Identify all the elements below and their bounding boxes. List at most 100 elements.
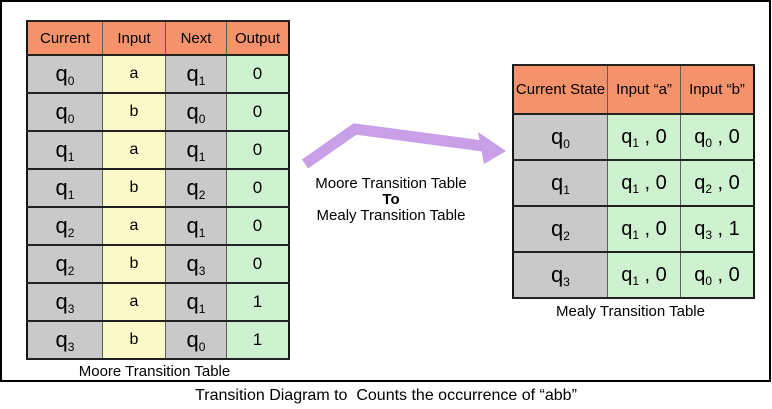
moore-header-cell: Input	[102, 20, 166, 56]
state-subscript: 2	[705, 181, 712, 196]
moore-cell: 0	[226, 130, 290, 170]
mealy-cell: q1 , 0	[607, 251, 681, 299]
state-subscript: 0	[563, 137, 570, 151]
mealy-cell: q1 , 0	[607, 205, 681, 253]
state-subscript: 3	[705, 227, 712, 242]
mealy-header-cell: Input “b”	[680, 64, 755, 115]
transition-label-line1: Moore Transition Table	[315, 175, 467, 192]
moore-cell: a	[102, 130, 166, 170]
state-subscript: 1	[198, 226, 206, 240]
moore-to-mealy-arrow	[301, 123, 506, 169]
moore-cell: q2	[165, 168, 227, 208]
moore-cell: 1	[226, 282, 290, 322]
moore-cell: q3	[26, 282, 103, 322]
moore-cell: a	[102, 206, 166, 246]
moore-cell: 0	[226, 168, 290, 208]
moore-cell: q1	[165, 206, 227, 246]
transition-label-line2: To	[382, 191, 400, 208]
mealy-table-caption: Mealy Transition Table	[556, 303, 705, 320]
state-subscript: 3	[67, 302, 75, 316]
bottom-caption: Transition Diagram to Counts the occurre…	[195, 387, 577, 404]
state-subscript: 1	[198, 302, 206, 316]
mealy-cell: q2 , 0	[680, 159, 755, 207]
moore-header-cell: Next	[165, 20, 227, 56]
state-subscript: 1	[198, 74, 206, 88]
moore-cell: q0	[26, 92, 103, 132]
moore-cell: q0	[26, 54, 103, 94]
moore-cell: 0	[226, 244, 290, 284]
transition-label: Moore Transition Table To Mealy Transiti…	[286, 176, 496, 224]
moore-cell: q1	[26, 168, 103, 208]
state-subscript: 2	[67, 226, 75, 240]
state-subscript: 2	[198, 188, 206, 202]
moore-cell: q1	[165, 130, 227, 170]
state-subscript: 1	[67, 150, 75, 164]
state-subscript: 1	[563, 183, 570, 197]
state-subscript: 0	[67, 74, 75, 88]
state-subscript: 1	[632, 135, 639, 150]
moore-cell: q2	[26, 206, 103, 246]
moore-cell: 1	[226, 320, 290, 360]
state-subscript: 3	[198, 264, 206, 278]
state-subscript: 0	[198, 340, 206, 354]
moore-cell: 0	[226, 54, 290, 94]
mealy-cell: q1 , 0	[607, 113, 681, 161]
moore-cell: a	[102, 282, 166, 322]
state-subscript: 2	[67, 264, 75, 278]
moore-header-cell: Current	[26, 20, 103, 56]
moore-cell: b	[102, 320, 166, 360]
moore-cell: b	[102, 168, 166, 208]
state-subscript: 1	[198, 150, 206, 164]
mealy-cell: q0 , 0	[680, 113, 755, 161]
mealy-cell: q0	[512, 113, 608, 161]
state-subscript: 0	[705, 135, 712, 150]
arrow-head	[478, 132, 506, 164]
state-subscript: 3	[67, 340, 75, 354]
state-subscript: 0	[67, 112, 75, 126]
state-subscript: 3	[563, 275, 570, 289]
mealy-cell: q0 , 0	[680, 251, 755, 299]
mealy-cell: q3 , 1	[680, 205, 755, 253]
state-subscript: 1	[632, 227, 639, 242]
arrow-shaft	[301, 123, 484, 169]
moore-table-caption: Moore Transition Table	[78, 363, 231, 380]
moore-header-cell: Output	[226, 20, 290, 56]
state-subscript: 0	[198, 112, 206, 126]
state-subscript: 1	[632, 181, 639, 196]
moore-cell: q1	[165, 282, 227, 322]
mealy-header-cell: Current State	[512, 64, 608, 115]
moore-cell: q2	[26, 244, 103, 284]
moore-cell: 0	[226, 92, 290, 132]
moore-cell: q1	[165, 54, 227, 94]
transition-label-line3: Mealy Transition Table	[316, 207, 466, 224]
moore-cell: q1	[26, 130, 103, 170]
mealy-cell: q2	[512, 205, 608, 253]
mealy-cell: q3	[512, 251, 608, 299]
moore-cell: q0	[165, 92, 227, 132]
moore-cell: b	[102, 92, 166, 132]
moore-cell: 0	[226, 206, 290, 246]
moore-cell: q0	[165, 320, 227, 360]
moore-cell: b	[102, 244, 166, 284]
moore-cell: a	[102, 54, 166, 94]
moore-cell: q3	[26, 320, 103, 360]
state-subscript: 2	[563, 229, 570, 243]
